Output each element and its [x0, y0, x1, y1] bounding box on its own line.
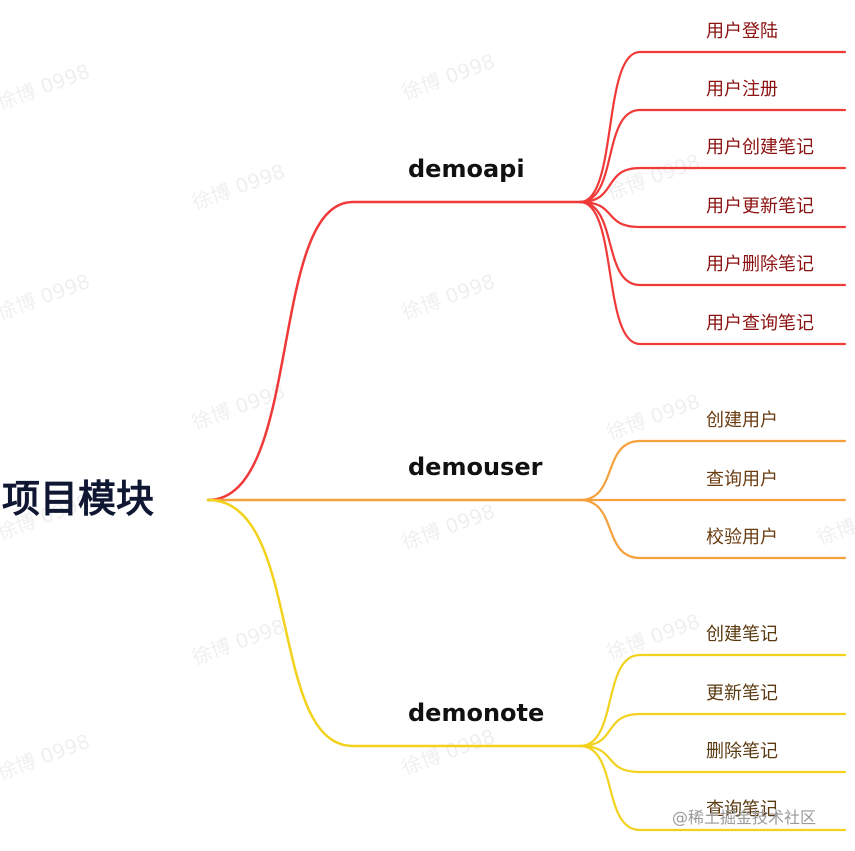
- leaf-node-label: 校验用户: [706, 527, 778, 548]
- leaf-node-label: 用户创建笔记: [706, 137, 814, 158]
- leaf-connector: [578, 744, 847, 774]
- leaf-node-label: 删除笔记: [706, 741, 778, 762]
- leaf-node-label: 用户登陆: [706, 21, 778, 42]
- leaf-connector: [578, 744, 847, 832]
- watermark-text: 徐博 0998: [399, 269, 499, 325]
- leaf-connector: [578, 498, 847, 560]
- leaf-node-label: 更新笔记: [706, 683, 778, 704]
- watermark-text: 徐博 0998: [189, 614, 289, 670]
- leaf-connector: [578, 50, 847, 204]
- watermark-text: 徐博 0998: [604, 609, 704, 665]
- root-node-label: 项目模块: [2, 477, 154, 521]
- watermark-text: 徐博 0998: [189, 159, 289, 215]
- leaf-node-label: 用户查询笔记: [706, 313, 814, 334]
- branch-node-label: demouser: [408, 453, 543, 481]
- branch-node-label: demoapi: [408, 155, 525, 183]
- watermark-text: 徐博 0998: [399, 724, 499, 780]
- leaf-connector: [578, 439, 847, 502]
- watermark-text: 徐博 0998: [0, 59, 93, 115]
- watermark-text: 徐博 0998: [814, 494, 855, 550]
- branch-node-label: demonote: [408, 699, 544, 727]
- leaf-node-label: 用户注册: [706, 79, 778, 100]
- node-layer: 项目模块 demoapi 用户登陆用户注册用户创建笔记用户更新笔记用户删除笔记用户…: [2, 21, 814, 820]
- watermark-text: 徐博 0998: [399, 499, 499, 555]
- watermark-text: 徐博 0998: [0, 729, 93, 785]
- connector-layer: [206, 50, 847, 832]
- branch-connector: [206, 498, 582, 748]
- leaf-connector: [578, 200, 847, 346]
- leaf-node-label: 查询用户: [706, 469, 778, 490]
- leaf-connector: [578, 653, 847, 748]
- leaf-node-label: 创建用户: [706, 410, 778, 431]
- leaf-connector: [578, 200, 847, 287]
- watermark-text: 徐博 0998: [0, 269, 93, 325]
- watermark-text: 徐博 0998: [604, 389, 704, 445]
- watermark-text: 徐博 0998: [399, 49, 499, 105]
- leaf-node-label: 用户更新笔记: [706, 196, 814, 217]
- branch-connector: [206, 200, 582, 502]
- leaf-connector: [578, 712, 847, 748]
- leaf-connector: [578, 108, 847, 204]
- leaf-connector: [578, 166, 847, 204]
- watermark-text: 徐博 0998: [604, 149, 704, 205]
- leaf-node-label: 查询笔记: [706, 799, 778, 820]
- source-credit: @稀土掘金技术社区: [672, 808, 816, 827]
- leaf-connector: [578, 200, 847, 229]
- leaf-node-label: 用户删除笔记: [706, 254, 814, 275]
- leaf-node-label: 创建笔记: [706, 624, 778, 645]
